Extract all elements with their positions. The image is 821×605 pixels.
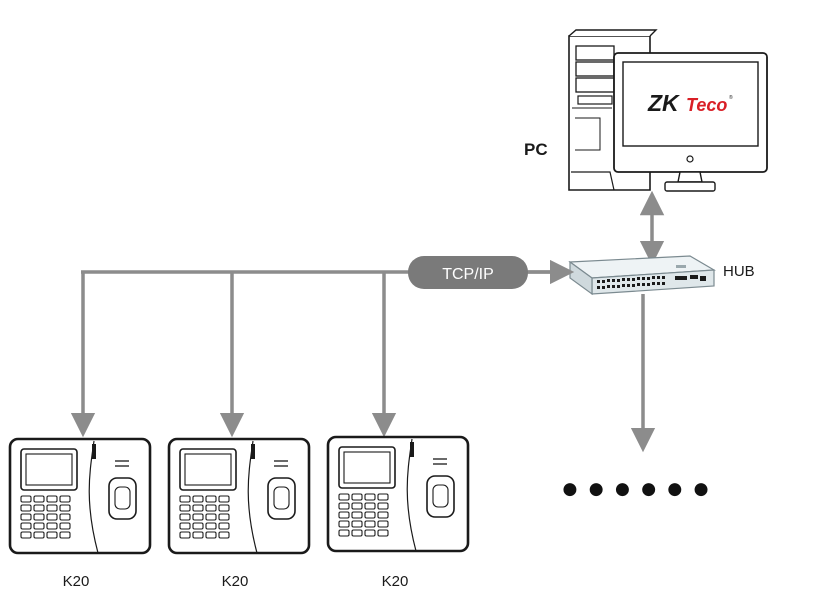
terminal-keypad xyxy=(20,495,71,539)
tcp-ip-label: TCP/IP xyxy=(442,266,494,283)
terminal-3 xyxy=(326,435,470,553)
terminal-3-label: K20 xyxy=(382,573,409,590)
more-devices-ellipsis: ● ● ● ● ● ● xyxy=(562,479,711,499)
hub-icon xyxy=(568,255,716,296)
tcp-ip-bus xyxy=(70,259,656,453)
terminal-2 xyxy=(167,437,311,555)
terminal-1 xyxy=(8,437,152,555)
logo-teco: Teco xyxy=(686,95,727,115)
tcp-ip-pill: TCP/IP xyxy=(408,256,528,289)
logo-zk: ZK xyxy=(647,90,680,116)
terminal-1-label: K20 xyxy=(63,573,90,590)
terminal-2-label: K20 xyxy=(222,573,249,590)
hub-label-plate xyxy=(676,265,686,268)
pc-monitor xyxy=(613,52,768,192)
logo-registered-mark: ® xyxy=(729,94,733,101)
hub-ports xyxy=(597,275,706,289)
pc-label: PC xyxy=(524,140,548,159)
zkteco-logo: ZK Teco ® xyxy=(647,90,733,116)
hub-label: HUB xyxy=(723,263,755,280)
